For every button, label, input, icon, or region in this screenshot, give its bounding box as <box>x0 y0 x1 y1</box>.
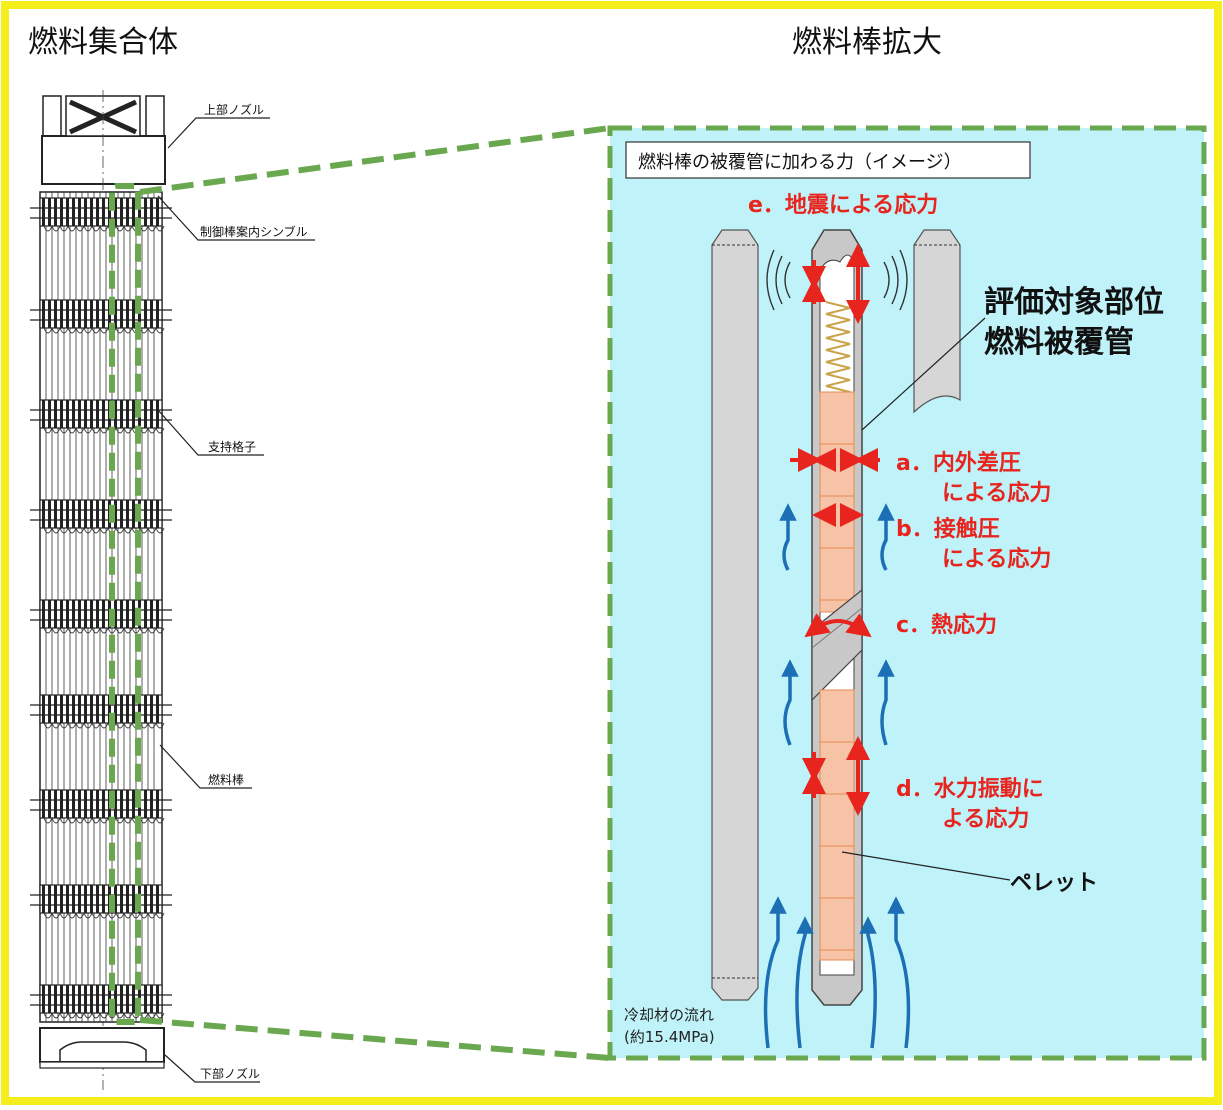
stress-b-label-1: b．接触圧 <box>896 516 1000 542</box>
zoom-panel <box>607 125 1207 1061</box>
spring-icon <box>825 301 851 393</box>
neighbor-rod-right <box>913 229 961 414</box>
caption-box <box>625 141 1031 179</box>
stress-d-label-1: d．水力振動に <box>896 777 1044 802</box>
pellet-leader <box>841 851 1011 881</box>
flow-arrow-icon <box>763 503 911 1049</box>
support-grid <box>30 499 172 534</box>
vibration-icon <box>766 249 908 311</box>
pellet <box>819 949 855 961</box>
support-grid <box>30 399 172 434</box>
neighbor-rod-left <box>711 229 759 1001</box>
left-leaders <box>157 117 315 1083</box>
pellet <box>819 443 855 497</box>
pellet <box>819 391 855 445</box>
stress-arrow-icon <box>790 243 880 816</box>
stress-b-label-2: による応力 <box>942 546 1051 572</box>
support-grid <box>30 884 172 919</box>
stress-e-label: e．地震による応力 <box>748 192 938 218</box>
eval-label-2: 燃料被覆管 <box>984 325 1134 360</box>
label-fuel-rod: 燃料棒 <box>208 772 244 787</box>
zoom-connector-top <box>139 125 611 195</box>
coolant-label-2: (約15.4MPa) <box>624 1028 715 1046</box>
bottom-nozzle <box>39 1027 165 1063</box>
pellet <box>819 845 855 899</box>
stress-d-label-2: よる応力 <box>942 806 1029 832</box>
support-grid <box>30 694 172 729</box>
pellet <box>819 495 855 549</box>
caption-text: 燃料棒の被覆管に加わる力（イメージ） <box>638 152 962 173</box>
left-title: 燃料集合体 <box>28 25 178 60</box>
fuel-rod-cutaway <box>811 229 863 1006</box>
fuel-assembly-drawing <box>30 90 172 1090</box>
pellet <box>819 897 855 951</box>
stress-c-label: c．熱応力 <box>896 612 997 638</box>
pellet-label: ペレット <box>1010 871 1098 896</box>
pellet <box>819 689 855 743</box>
top-nozzle <box>41 135 166 185</box>
label-bottom-nozzle: 下部ノズル <box>200 1066 260 1081</box>
support-grid <box>30 984 172 1019</box>
right-title: 燃料棒拡大 <box>792 25 942 60</box>
support-grid <box>30 789 172 824</box>
coolant-label-1: 冷却材の流れ <box>624 1006 714 1024</box>
label-support-grid: 支持格子 <box>208 439 256 454</box>
eval-leader <box>861 317 986 431</box>
support-grid <box>30 197 172 232</box>
eval-label-1: 評価対象部位 <box>984 285 1164 320</box>
pellet <box>819 741 855 795</box>
support-grid <box>30 599 172 634</box>
stress-a-label-1: a．内外差圧 <box>896 450 1021 476</box>
pellet <box>819 547 855 601</box>
label-guide-thimble: 制御棒案内シンブル <box>200 224 308 239</box>
pellet <box>819 793 855 847</box>
zoom-connector-bottom <box>139 1017 611 1061</box>
label-top-nozzle: 上部ノズル <box>204 102 264 117</box>
support-grid <box>30 299 172 334</box>
highlighted-fuel-rod <box>109 183 141 1025</box>
stress-a-label-2: による応力 <box>942 480 1051 506</box>
